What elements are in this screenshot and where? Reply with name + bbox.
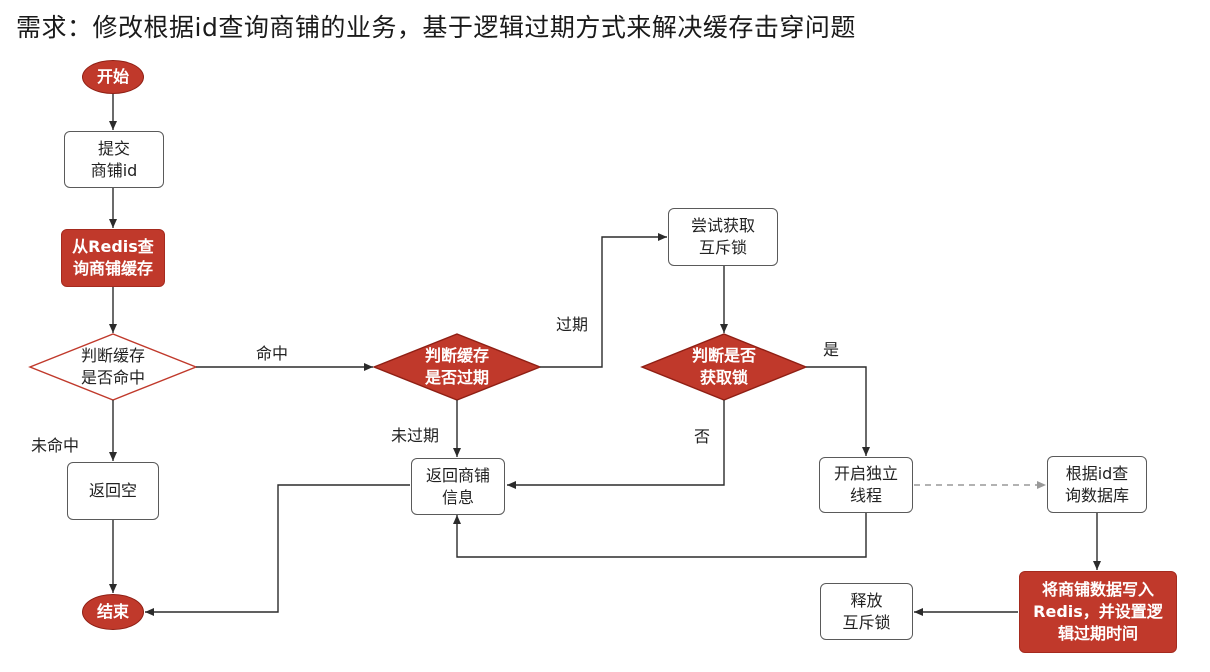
write-redis-box: 将商铺数据写入 Redis，并设置逻 辑过期时间 [1019, 571, 1177, 653]
label-expired: 过期 [556, 315, 589, 334]
label-hit: 命中 [256, 344, 289, 363]
query-db-box: 根据id查 询数据库 [1047, 456, 1147, 513]
release-lock-box: 释放 互斥锁 [820, 583, 913, 640]
label-miss: 未命中 [31, 436, 80, 455]
check-hit-label: 判断缓存 是否命中 [80, 346, 145, 387]
edge-no [507, 400, 725, 489]
edge-info-end [145, 484, 410, 616]
start-thread-box: 开启独立 线程 [819, 457, 913, 513]
edge-thread-return [453, 513, 867, 558]
try-lock-box: 尝试获取 互斥锁 [668, 208, 778, 266]
edge-yes [806, 366, 870, 456]
return-empty-box: 返回空 [67, 462, 159, 520]
submit-box: 提交 商铺id [64, 131, 164, 188]
label-yes: 是 [823, 340, 840, 359]
check-expired-label: 判断缓存 是否过期 [424, 346, 489, 387]
end-node: 结束 [82, 594, 144, 630]
page-title: 需求：修改根据id查询商铺的业务，基于逻辑过期方式来解决缓存击穿问题 [16, 13, 856, 42]
query-redis-box: 从Redis查 询商铺缓存 [61, 229, 165, 287]
label-not-expired: 未过期 [391, 426, 440, 445]
label-no: 否 [694, 427, 711, 446]
edge-expired [540, 233, 667, 368]
check-lock-label: 判断是否 获取锁 [691, 346, 756, 387]
return-info-box: 返回商铺 信息 [411, 458, 505, 515]
start-node: 开始 [82, 60, 144, 94]
